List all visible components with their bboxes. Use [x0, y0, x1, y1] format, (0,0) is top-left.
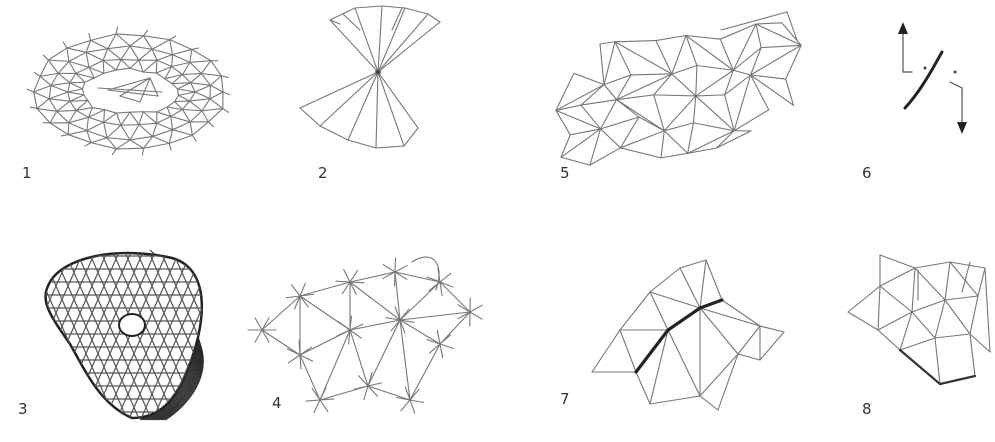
panel-2-label: 2 — [318, 164, 328, 182]
panel-7-label: 7 — [560, 390, 570, 408]
panel-6-label: 6 — [862, 164, 872, 182]
panel-3-label: 3 — [18, 400, 28, 418]
panel-1-annular-mesh — [27, 27, 229, 155]
panel-5-triangulated-patch — [556, 12, 801, 165]
panel-8-boundary-mesh — [848, 255, 990, 384]
panel-6-edge-arrows — [898, 22, 967, 134]
panel-4-label: 4 — [272, 394, 282, 412]
panel-8-label: 8 — [862, 400, 872, 418]
panel-7-highlighted-path — [592, 260, 784, 410]
panel-2-hourglass-fan — [300, 6, 440, 148]
panel-4-vertex-stars — [248, 257, 482, 413]
panel-5-label: 5 — [560, 164, 570, 182]
panel-1-label: 1 — [22, 164, 32, 182]
